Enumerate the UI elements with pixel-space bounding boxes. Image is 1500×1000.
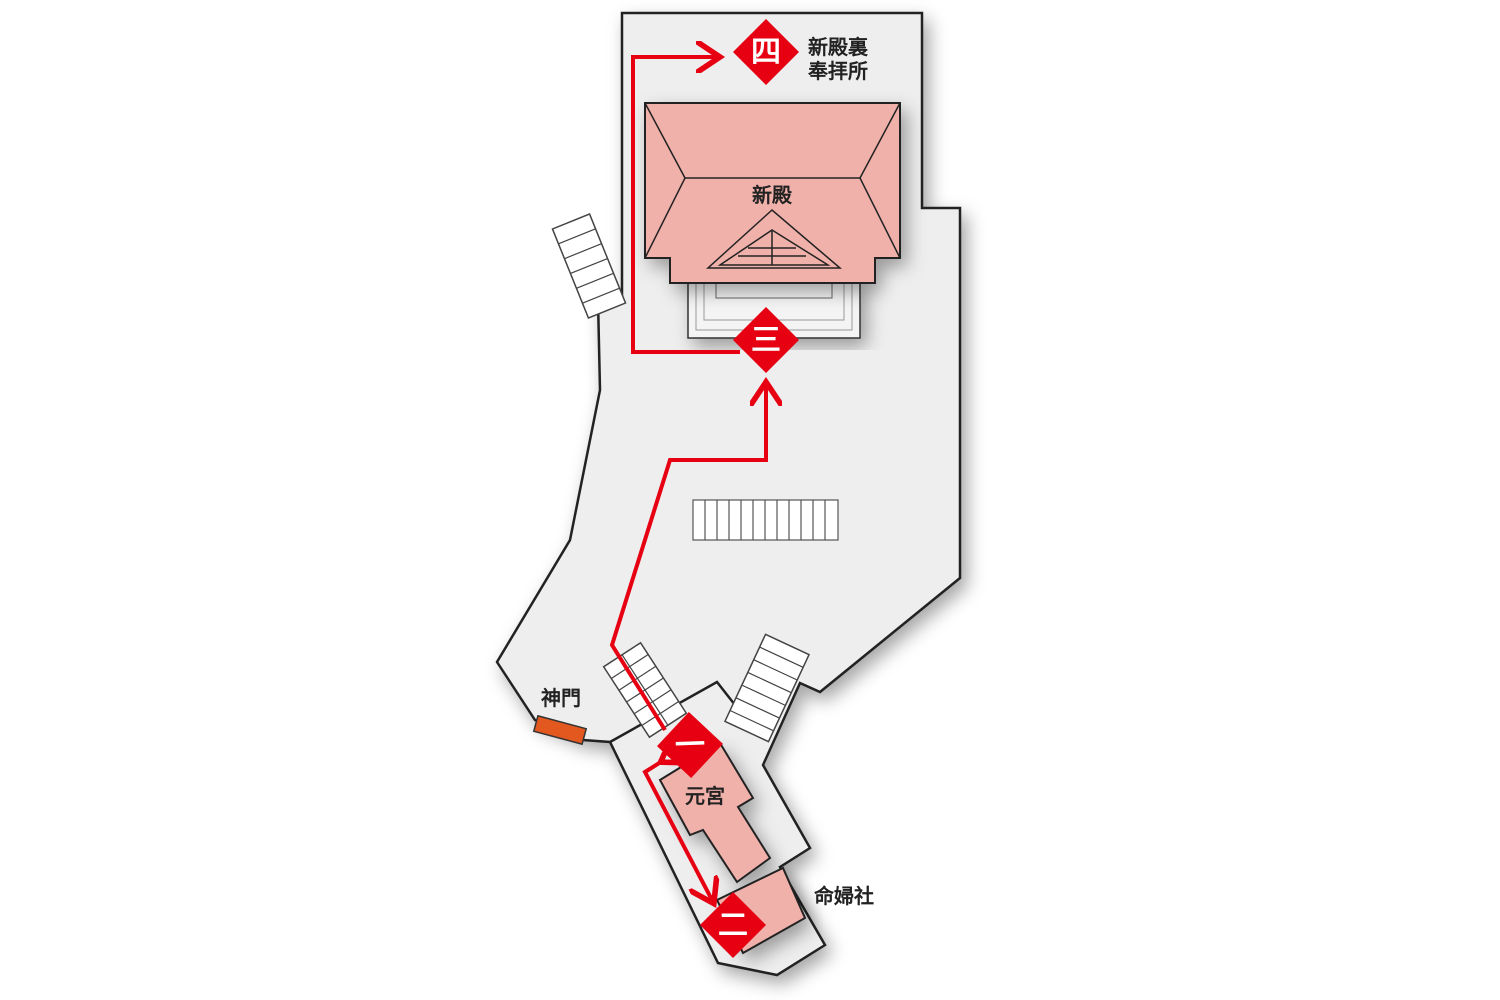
stop-4-marker[interactable]: 四 (733, 19, 799, 85)
route-1-to-3 (609, 386, 766, 732)
gate-marker (532, 714, 588, 746)
label-rear-hall-line2: 奉拝所 (807, 59, 868, 83)
svg-text:二: 二 (718, 908, 748, 943)
main-hall-platform (687, 279, 861, 339)
label-main-hall: 新殿 (752, 183, 793, 207)
route-path (609, 57, 766, 900)
stairs-northwest (551, 213, 627, 319)
parking-area (692, 499, 839, 541)
route-3-to-4 (631, 57, 740, 354)
label-gate: 神門 (541, 686, 581, 710)
label-myobu-sha: 命婦社 (814, 884, 874, 908)
stop-3-marker[interactable]: 三 (733, 307, 799, 373)
label-rear-hall-line1: 新殿裏 (808, 35, 869, 59)
svg-text:四: 四 (751, 35, 781, 70)
stop-1-marker[interactable]: 一 (656, 711, 724, 779)
stop-2-marker[interactable]: 二 (700, 892, 766, 958)
stairs-southeast (723, 633, 811, 743)
label-moto-miya: 元宮 (685, 784, 725, 808)
main-hall-building (644, 102, 901, 284)
svg-text:一: 一 (674, 727, 705, 763)
svg-text:三: 三 (751, 323, 781, 358)
route-1-2-double (642, 760, 712, 900)
